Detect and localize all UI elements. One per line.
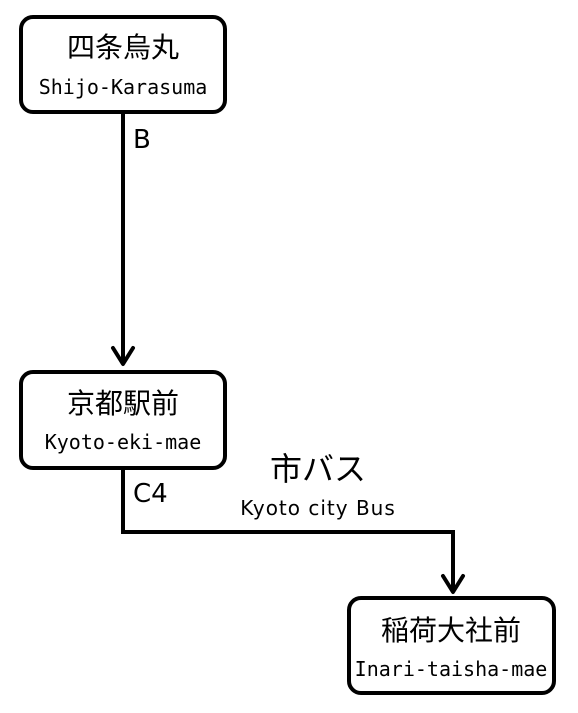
station-kyoto-eki-mae: 京都駅前 Kyoto-eki-mae <box>19 370 227 470</box>
station-box <box>19 370 227 470</box>
station-inari-taisha-mae: 稲荷大社前 Inari-taisha-mae <box>347 596 556 695</box>
station-name-jp: 四条烏丸 <box>67 31 179 64</box>
bus-label-en: Kyoto city Bus <box>240 496 396 520</box>
arrowhead-icon <box>111 346 135 366</box>
station-name-jp: 稲荷大社前 <box>381 614 521 647</box>
arrowhead-icon <box>441 574 465 594</box>
station-name-en: Inari-taisha-mae <box>355 657 548 681</box>
bus-label-jp: 市バス <box>270 450 366 488</box>
station-name-jp: 京都駅前 <box>67 387 179 420</box>
station-shijo-karasuma: 四条烏丸 Shijo-Karasuma <box>19 15 227 114</box>
link-line <box>121 468 455 592</box>
exit-label-b: B <box>133 125 151 155</box>
link-kyoto-to-inari: C4 市バス Kyoto city Bus <box>121 450 465 594</box>
link-shijo-to-kyoto: B <box>111 112 151 366</box>
exit-label-c4: C4 <box>133 479 168 509</box>
station-name-en: Kyoto-eki-mae <box>45 430 202 454</box>
station-name-en: Shijo-Karasuma <box>39 75 208 99</box>
station-box <box>19 15 227 114</box>
station-box <box>347 596 556 695</box>
